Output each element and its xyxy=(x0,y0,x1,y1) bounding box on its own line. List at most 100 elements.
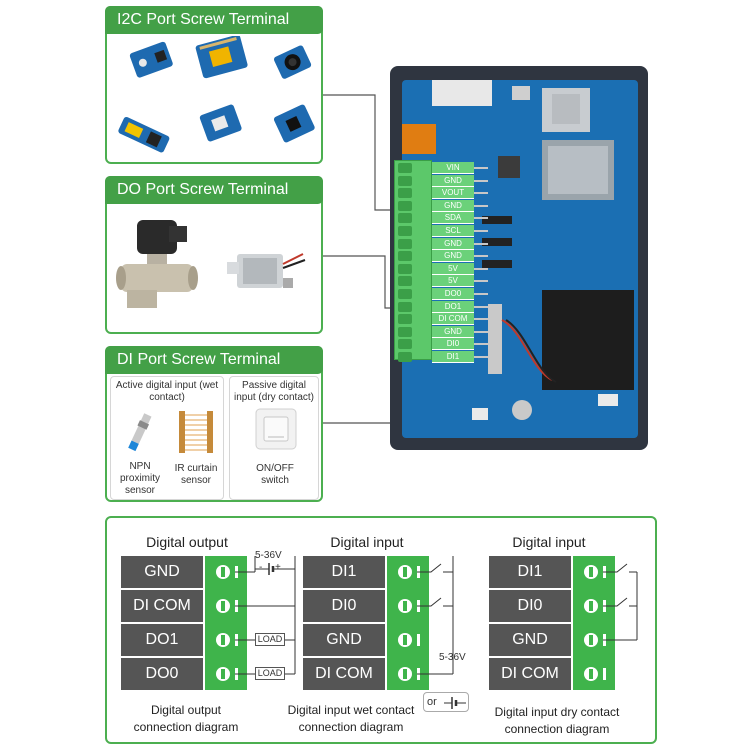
terminal-screw xyxy=(398,302,412,312)
output-voltage-label: 5-36V xyxy=(255,550,282,561)
terminal-screw xyxy=(398,327,412,337)
pin-label: 5V xyxy=(432,263,474,275)
pin-lead xyxy=(474,217,488,219)
terminal-screw xyxy=(398,289,412,299)
pin-label: GND xyxy=(432,250,474,262)
terminal-screw xyxy=(398,251,412,261)
output-minus-sign: - xyxy=(259,562,263,573)
wet-diagram-title: Digital input xyxy=(330,534,404,550)
dry-diagram-caption: Digital input dry contact connection dia… xyxy=(494,705,620,736)
pin-label: SCL xyxy=(432,225,474,237)
npn-sensor-image xyxy=(128,413,152,452)
screw-terminal-icons xyxy=(216,565,238,681)
i2c-module-images xyxy=(118,36,315,153)
pin-label: DI COM xyxy=(432,313,474,325)
pin-lead xyxy=(474,205,488,207)
output-battery-icon xyxy=(255,563,295,575)
sensor-module-4 xyxy=(118,116,170,153)
pin-lead xyxy=(474,343,488,345)
wet-terminal-column xyxy=(387,556,429,690)
wet-wiring xyxy=(398,556,454,681)
pin-lead xyxy=(474,318,488,320)
active-input-box: Active digital input (wet contact) NPN p… xyxy=(110,376,224,500)
dry-row-label: DI0 xyxy=(489,590,571,622)
wet-row-label: DI1 xyxy=(303,556,385,588)
passive-input-caption: Passive digital input (dry contact) xyxy=(233,380,315,403)
battery-icon xyxy=(444,697,466,709)
pin-label: GND xyxy=(432,326,474,338)
terminal-screw xyxy=(398,276,412,286)
active-input-caption: Active digital input (wet contact) xyxy=(115,380,219,403)
output-wiring xyxy=(216,556,296,681)
dry-diagram-title: Digital input xyxy=(512,534,586,550)
load-box-do1: LOAD xyxy=(255,633,285,646)
dry-row-label: DI COM xyxy=(489,658,571,690)
output-diagram-title: Digital output xyxy=(146,534,228,550)
wet-row-label: DI0 xyxy=(303,590,385,622)
dry-row-label: DI1 xyxy=(489,556,571,588)
terminal-screw xyxy=(398,201,412,211)
pin-lead xyxy=(474,192,488,194)
wet-voltage-label: 5-36V xyxy=(439,652,466,663)
do-panel: DO Port Screw Terminal xyxy=(105,176,323,334)
or-label: or xyxy=(427,696,437,708)
pin-label: SDA xyxy=(432,212,474,224)
pin-lead xyxy=(474,268,488,270)
pin-lead xyxy=(474,293,488,295)
terminal-screw xyxy=(398,264,412,274)
switch-label: ON/OFF switch xyxy=(256,463,294,486)
screw-terminal-icons xyxy=(584,565,606,681)
sensor-module-6 xyxy=(273,104,315,143)
load-box-do0: LOAD xyxy=(255,667,285,680)
terminal-screw xyxy=(398,213,412,223)
pin-lead xyxy=(474,356,488,358)
pin-label: DO0 xyxy=(432,288,474,300)
sensor-module-1 xyxy=(129,41,173,78)
i2c-panel: I2C Port Screw Terminal xyxy=(105,6,323,164)
pin-label: DO1 xyxy=(432,301,474,313)
npn-sensor-label: NPN proximity sensor xyxy=(119,461,160,496)
terminal-screw xyxy=(398,188,412,198)
pin-lead xyxy=(474,230,488,232)
dry-terminal-column xyxy=(573,556,615,690)
i2c-panel-title: I2C Port Screw Terminal xyxy=(105,6,323,34)
pin-label: GND xyxy=(432,175,474,187)
output-diagram-caption: Digital output connection diagram xyxy=(133,703,239,734)
dry-row-label: GND xyxy=(489,624,571,656)
pin-label: 5V xyxy=(432,275,474,287)
passive-input-box: Passive digital input (dry contact) ON/O… xyxy=(229,376,319,500)
output-row-label: DO0 xyxy=(121,658,203,690)
terminal-screw xyxy=(398,163,412,173)
terminal-screw xyxy=(398,352,412,362)
pin-lead xyxy=(474,167,488,169)
sensor-module-5 xyxy=(199,104,242,142)
wet-or-box: or xyxy=(423,692,469,712)
pin-label: DI1 xyxy=(432,351,474,363)
pin-lead xyxy=(474,331,488,333)
terminal-screw xyxy=(398,339,412,349)
board-components xyxy=(402,80,634,420)
sensor-module-3 xyxy=(273,45,312,79)
dry-wiring xyxy=(584,563,638,681)
screw-terminal-icons xyxy=(398,565,420,681)
do-devices-image xyxy=(116,220,306,308)
terminal-screw xyxy=(398,176,412,186)
terminal-screw xyxy=(398,226,412,236)
output-terminal-column xyxy=(205,556,247,690)
di-panel-title: DI Port Screw Terminal xyxy=(105,346,323,374)
do-panel-title: DO Port Screw Terminal xyxy=(105,176,323,204)
pin-lead xyxy=(474,255,488,257)
terminal-screw xyxy=(398,314,412,324)
output-plus-sign: + xyxy=(275,562,281,573)
pin-label: VOUT xyxy=(432,187,474,199)
wet-diagram-caption: Digital input wet contact connection dia… xyxy=(287,703,415,734)
sensor-module-2 xyxy=(195,36,248,79)
pin-lead xyxy=(474,306,488,308)
solenoid-lock-image xyxy=(227,253,306,288)
pin-label: DI0 xyxy=(432,338,474,350)
pin-lead xyxy=(474,243,488,245)
output-row-label: GND xyxy=(121,556,203,588)
wiring-diagrams-panel: Digital output GND DI COM DO1 DO0 5-36V … xyxy=(105,516,657,744)
terminal-screw xyxy=(398,239,412,249)
ir-curtain-image xyxy=(179,411,213,453)
